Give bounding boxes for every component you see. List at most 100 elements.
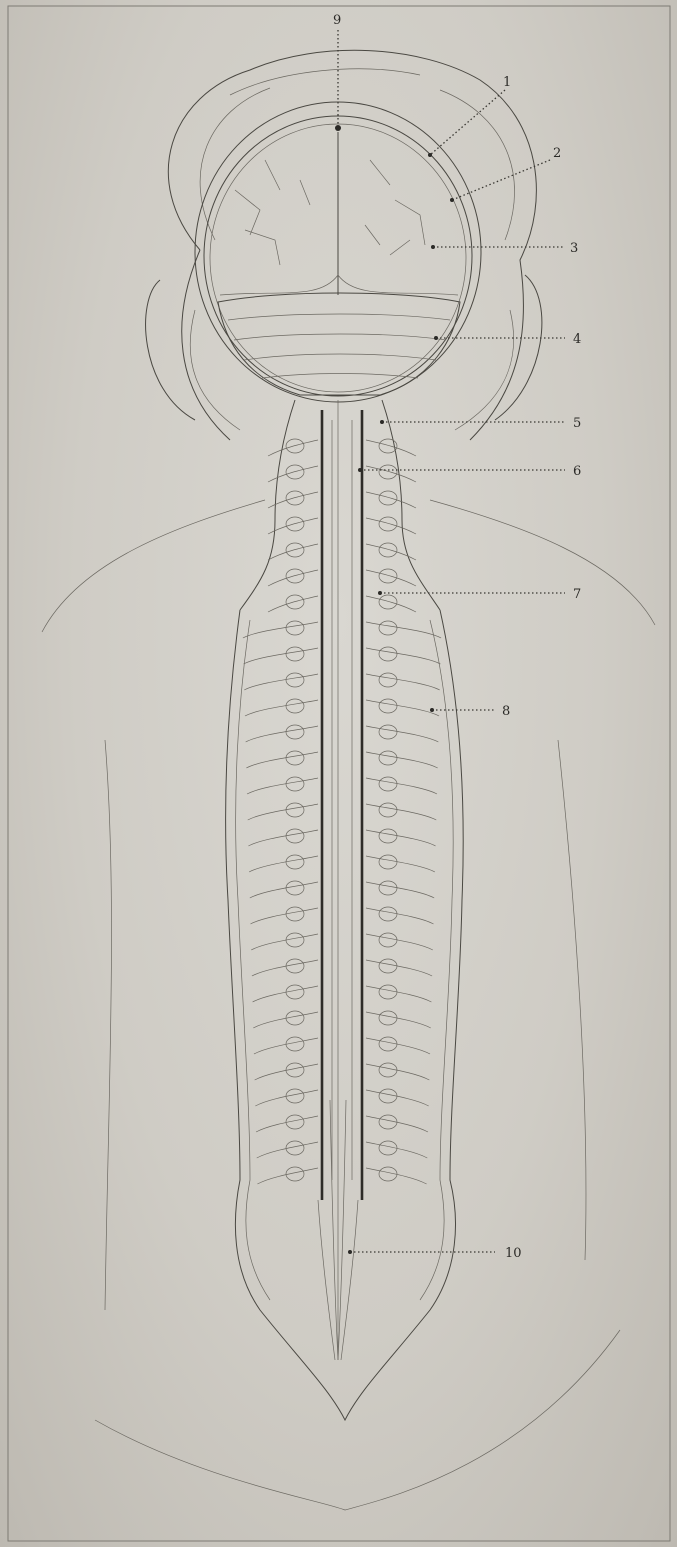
ganglion — [379, 751, 397, 765]
rib-stroke — [366, 986, 431, 1002]
ganglion — [379, 777, 397, 791]
label-group: 9 1 2 3 4 5 6 7 8 10 — [333, 13, 581, 1261]
rib-stroke — [252, 960, 318, 976]
rib-stroke — [366, 570, 416, 586]
ganglion — [286, 673, 304, 687]
ganglion — [379, 933, 397, 947]
rib-stroke — [366, 648, 440, 664]
rib-stroke — [247, 778, 318, 794]
spinal-cord — [318, 400, 362, 1360]
leader-lines — [338, 30, 565, 1252]
ears — [146, 275, 542, 420]
rib-stroke — [249, 856, 318, 872]
rib-stroke — [366, 492, 416, 508]
rib-stroke — [253, 986, 318, 1002]
rib-stroke — [366, 1012, 431, 1028]
rib-stroke — [268, 518, 318, 534]
cerebellum — [218, 293, 460, 395]
rib-stroke — [366, 726, 438, 742]
rib-stroke — [245, 700, 318, 716]
rib-stroke — [366, 700, 439, 716]
rib-stroke — [366, 752, 438, 768]
cerebrum — [220, 132, 458, 295]
ganglion — [379, 1011, 397, 1025]
rib-stroke — [243, 622, 318, 638]
rib-stroke — [268, 570, 318, 586]
rib-stroke — [253, 1012, 318, 1028]
ganglion — [286, 907, 304, 921]
rib-stroke — [251, 934, 318, 950]
label-9: 9 — [333, 13, 341, 28]
rib-stroke — [366, 1090, 429, 1106]
label-6: 6 — [573, 464, 581, 479]
rib-stroke — [366, 908, 434, 924]
ganglion — [286, 933, 304, 947]
ganglion — [379, 595, 397, 609]
ganglion — [379, 491, 397, 505]
body-outline — [42, 500, 655, 1510]
ganglion — [286, 829, 304, 843]
rib-stroke — [246, 726, 318, 742]
ganglion — [379, 725, 397, 739]
rib-stroke — [248, 830, 318, 846]
ganglion — [286, 699, 304, 713]
ganglion — [286, 777, 304, 791]
ganglion — [286, 751, 304, 765]
ganglion — [286, 647, 304, 661]
label-2: 2 — [553, 146, 561, 161]
rib-stroke — [366, 674, 440, 690]
ganglion — [379, 647, 397, 661]
rib-stroke — [268, 544, 318, 560]
ganglion — [379, 985, 397, 999]
ganglion — [379, 1063, 397, 1077]
label-7: 7 — [573, 587, 581, 602]
ganglion — [379, 673, 397, 687]
ganglion — [286, 855, 304, 869]
rib-stroke — [366, 440, 416, 456]
label-4: 4 — [573, 332, 581, 347]
label-1: 1 — [503, 75, 511, 90]
rib-stroke — [248, 804, 318, 820]
ganglion — [286, 881, 304, 895]
ganglion — [379, 803, 397, 817]
rib-stroke — [366, 856, 435, 872]
ganglion — [286, 725, 304, 739]
rib-stroke — [250, 908, 318, 924]
rib-stroke — [366, 622, 441, 638]
ganglion — [379, 829, 397, 843]
rib-stroke — [366, 466, 416, 482]
rib-stroke — [268, 440, 318, 456]
ganglion — [286, 803, 304, 817]
label-3: 3 — [570, 241, 578, 256]
rib-stroke — [244, 674, 318, 690]
ganglion — [379, 569, 397, 583]
rib-stroke — [366, 882, 434, 898]
ganglion — [379, 517, 397, 531]
rib-stroke — [366, 1038, 430, 1054]
ganglion — [379, 1037, 397, 1051]
rib-stroke — [366, 596, 416, 612]
rib-stroke — [254, 1038, 318, 1054]
leader-1 — [430, 90, 505, 155]
ganglion — [379, 621, 397, 635]
rib-stroke — [268, 596, 318, 612]
rib-stroke — [366, 960, 432, 976]
rib-and-nerve-rows — [243, 439, 441, 1184]
rib-stroke — [366, 518, 416, 534]
ganglion — [379, 699, 397, 713]
ganglion — [379, 543, 397, 557]
ganglion — [379, 959, 397, 973]
rib-stroke — [250, 882, 318, 898]
label-8: 8 — [502, 704, 510, 719]
ganglion — [379, 907, 397, 921]
rib-stroke — [366, 1064, 429, 1080]
rib-stroke — [366, 934, 433, 950]
label-10: 10 — [505, 1246, 522, 1261]
label-5: 5 — [573, 416, 581, 431]
rib-stroke — [366, 804, 436, 820]
rib-stroke — [268, 466, 318, 482]
leader-2 — [452, 160, 550, 200]
rib-stroke — [366, 830, 436, 846]
